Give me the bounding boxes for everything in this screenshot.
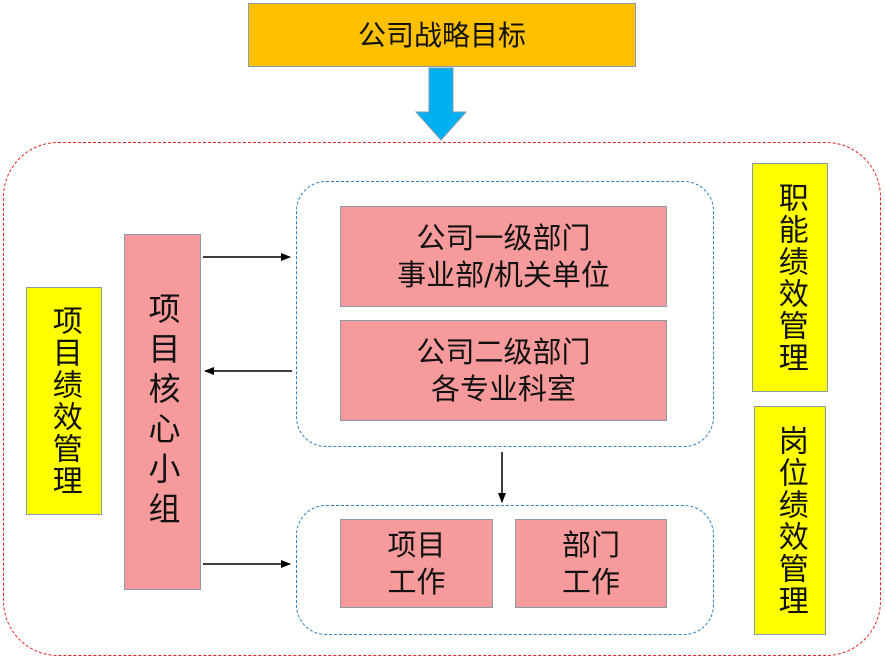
functional-performance-box: 职能绩效管理 [752,163,828,392]
project-performance-label: 项目绩效管理 [46,305,82,497]
project-work-line2: 工作 [387,564,446,599]
functional-performance-label: 职能绩效管理 [772,181,808,374]
project-work-line1: 项目 [387,528,446,563]
work-group-frame [296,505,714,635]
position-performance-label: 岗位绩效管理 [772,424,808,617]
department-group-frame [296,181,714,447]
strategic-goal-label: 公司战略目标 [357,18,526,52]
goal-down-arrow [414,67,468,141]
position-performance-box: 岗位绩效管理 [754,406,826,635]
strategic-goal-box: 公司战略目标 [248,3,636,67]
core-group-label: 项目核心小组 [143,292,182,532]
dept-work-line1: 部门 [561,528,620,563]
dept-work-box: 部门 工作 [515,519,667,608]
project-work-box: 项目 工作 [340,519,493,608]
dept-level2-line2: 各专业科室 [430,371,576,406]
dept-level2-line1: 公司二级部门 [416,335,591,370]
outer-performance-frame [3,142,881,656]
core-group-box: 项目核心小组 [124,234,201,590]
dept-level1-line2: 事业部/机关单位 [397,257,610,292]
dept-level2-box: 公司二级部门 各专业科室 [340,320,667,421]
dept-work-line2: 工作 [561,564,620,599]
dept-level1-line1: 公司一级部门 [416,221,591,256]
dept-level1-box: 公司一级部门 事业部/机关单位 [340,206,667,307]
project-performance-box: 项目绩效管理 [26,287,102,515]
